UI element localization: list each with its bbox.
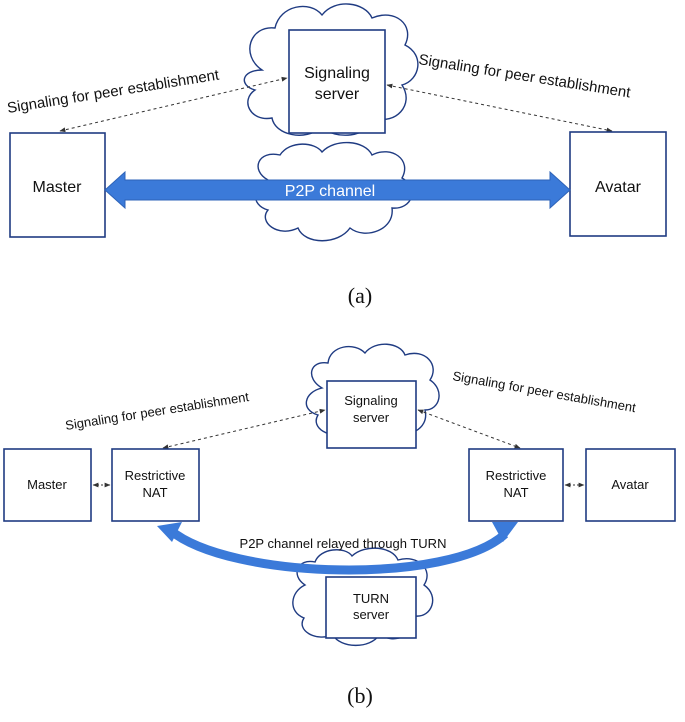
- p2p-relay-arc-b: [167, 526, 509, 575]
- p2p-channel-arrow-a: [104, 170, 571, 210]
- avatar-label-a: Avatar: [595, 179, 642, 196]
- nat-label-right-b-line2: NAT: [503, 485, 528, 500]
- turn-server-label-b-line1: TURN: [353, 591, 389, 606]
- p2p-relay-arrowhead-right-b: [492, 522, 518, 542]
- signaling-line-left-b: [162, 408, 326, 450]
- master-label-b: Master: [27, 477, 67, 492]
- signaling-line-right-b: [417, 409, 521, 449]
- signaling-label-right-b: Signaling for peer establishment: [451, 368, 637, 415]
- nat-label-left-b-line2: NAT: [142, 485, 167, 500]
- signaling-line-right-a: [386, 83, 613, 133]
- caption-b: (b): [347, 683, 373, 708]
- signaling-server-label-a-line2: server: [315, 86, 360, 103]
- nat-box-left-b: [111, 448, 200, 522]
- signaling-label-left-a: Signaling for peer establishment: [6, 67, 221, 117]
- master-label-a: Master: [33, 179, 83, 196]
- nat-box-right-b: [468, 448, 564, 522]
- diagram-b: Signaling server Signaling for peer esta…: [3, 343, 676, 708]
- p2p-channel-label-a: P2P channel: [285, 183, 375, 200]
- caption-a: (a): [348, 283, 372, 308]
- signaling-line-left-a: [59, 76, 288, 133]
- signaling-server-box-b: [326, 380, 417, 449]
- master-box-b: [3, 448, 92, 522]
- master-box-a: [9, 132, 106, 238]
- avatar-label-b: Avatar: [611, 477, 649, 492]
- signaling-server-label-b-line2: server: [353, 410, 390, 425]
- turn-server-box-b: [325, 576, 417, 639]
- signaling-label-left-b: Signaling for peer establishment: [64, 389, 250, 433]
- signaling-server-label-a-line1: Signaling: [304, 65, 370, 82]
- nat-label-left-b-line1: Restrictive: [125, 468, 186, 483]
- avatar-box-a: [569, 131, 667, 237]
- signaling-server-label-b-line1: Signaling: [344, 393, 398, 408]
- signaling-server-box-a: [288, 29, 386, 134]
- turn-server-label-b-line2: server: [353, 607, 390, 622]
- signaling-label-right-a: Signaling for peer establishment: [417, 51, 632, 101]
- diagram-a: Signaling server Signaling for peer esta…: [6, 3, 667, 308]
- p2p-relay-arrowhead-left-b: [157, 522, 182, 542]
- p2p-relay-label-b: P2P channel relayed through TURN: [240, 536, 447, 551]
- nat-label-right-b-line1: Restrictive: [486, 468, 547, 483]
- avatar-box-b: [585, 448, 676, 522]
